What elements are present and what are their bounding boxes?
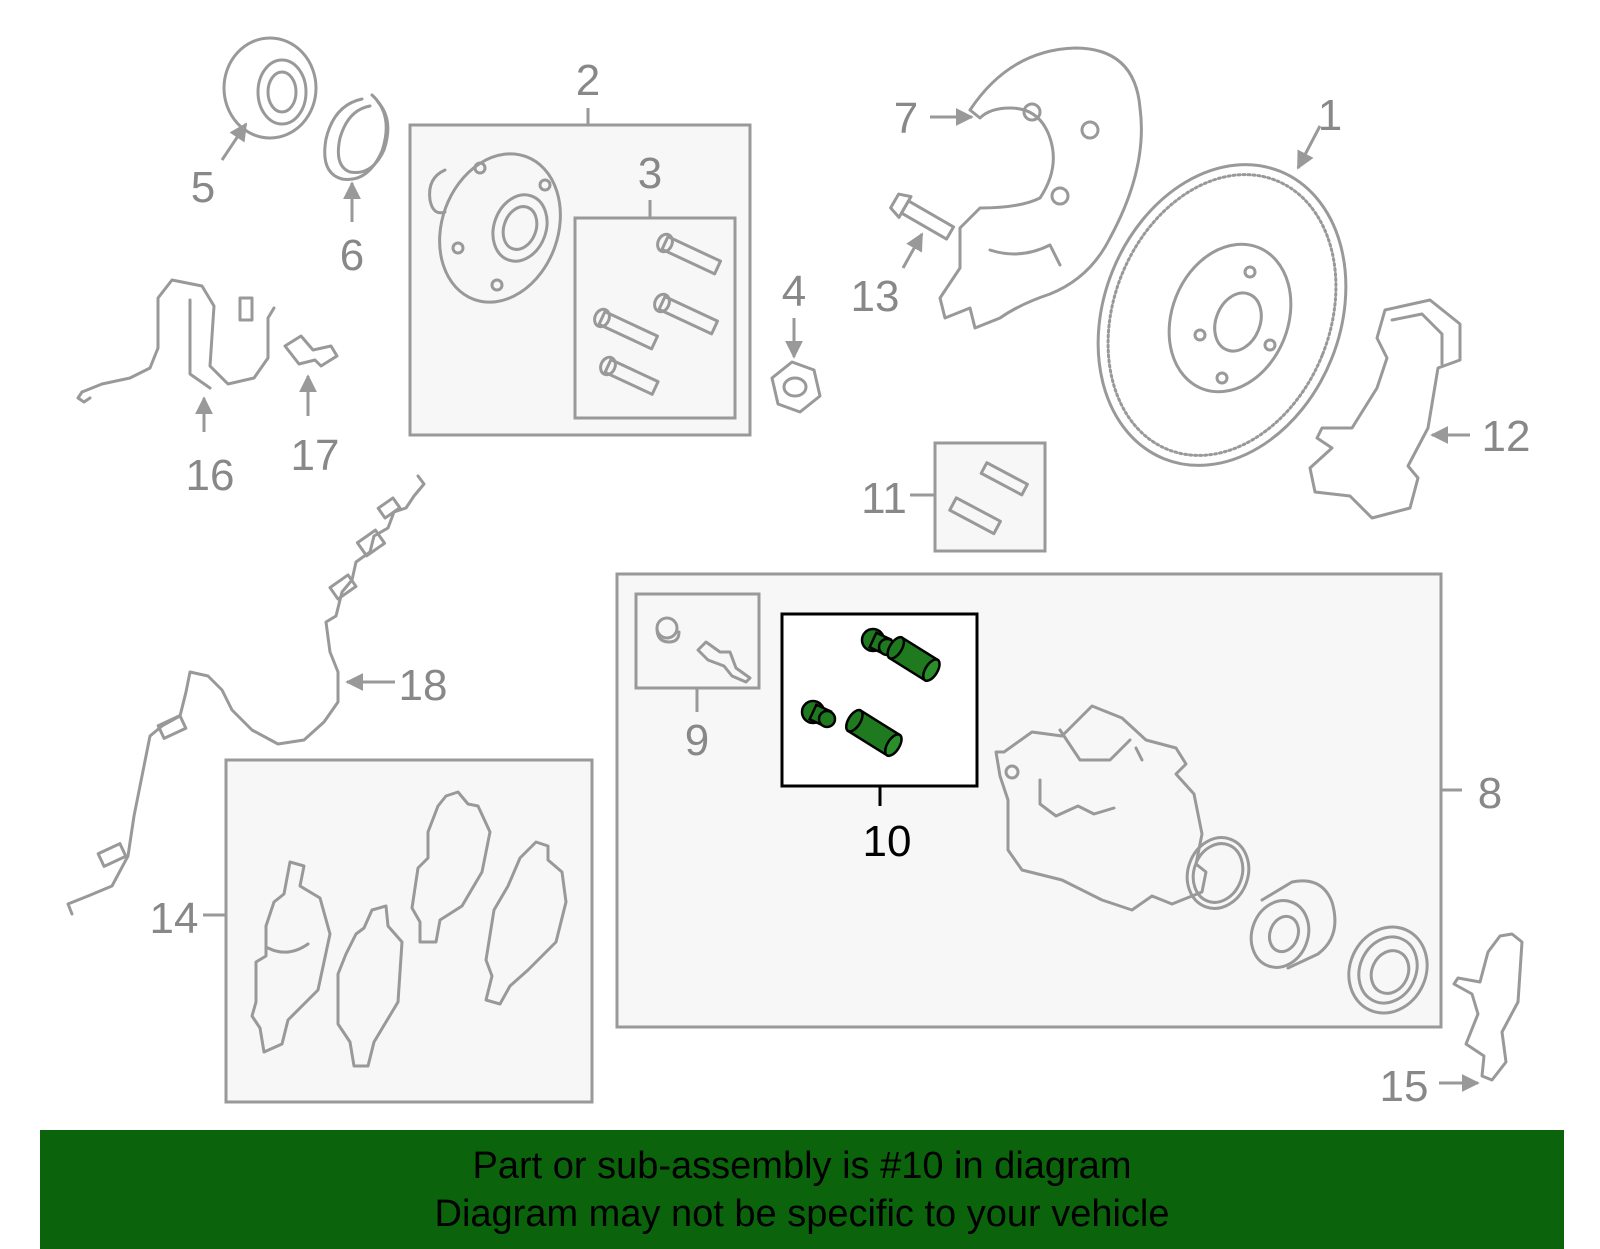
shield-bolt-part <box>889 192 956 241</box>
caliper-bracket-part <box>1308 298 1462 520</box>
splash-shield-part <box>938 46 1143 330</box>
label-3: 3 <box>638 149 662 198</box>
brake-pads-part <box>250 790 568 1068</box>
box-guide-pins <box>933 441 1047 553</box>
bleeder-kit-part <box>655 616 752 684</box>
info-banner: Part or sub-assembly is #10 in diagram D… <box>40 1130 1564 1249</box>
anti-rattle-clip-part <box>1452 932 1524 1082</box>
box-bleeder-kit <box>634 592 761 690</box>
label-12: 12 <box>1482 412 1531 461</box>
abs-sensor-part <box>76 278 276 404</box>
hub-nut-part <box>770 360 822 414</box>
label-2: 2 <box>576 56 600 105</box>
label-4: 4 <box>782 267 806 316</box>
label-1: 1 <box>1318 91 1342 140</box>
caliper-body-part <box>994 704 1208 912</box>
hub-flange-part <box>428 152 562 304</box>
label-13: 13 <box>851 272 900 321</box>
label-14: 14 <box>150 894 199 943</box>
banner-line-2: Diagram may not be specific to your vehi… <box>434 1193 1170 1235</box>
label-15: 15 <box>1380 1062 1429 1111</box>
sensor-clip-part <box>283 334 339 368</box>
brake-hose-part <box>66 474 426 916</box>
label-6: 6 <box>340 231 364 280</box>
label-5: 5 <box>191 163 215 212</box>
hub-bolts-part <box>593 232 723 396</box>
caliper-piston-part <box>1249 879 1337 970</box>
piston-seal-part <box>1185 836 1251 910</box>
piston-boot-part <box>1347 925 1429 1015</box>
label-11: 11 <box>861 474 907 523</box>
label-9: 9 <box>685 716 709 765</box>
box-brake-pads <box>224 758 594 1104</box>
label-18: 18 <box>399 661 448 710</box>
snap-ring-part <box>323 93 390 181</box>
wheel-bearing-part <box>222 36 318 140</box>
guide-pins-part <box>948 461 1029 536</box>
label-10: 10 <box>863 817 912 866</box>
label-17: 17 <box>291 431 340 480</box>
label-8: 8 <box>1478 769 1502 818</box>
label-7: 7 <box>894 94 918 143</box>
caliper-pin-kit-part <box>800 627 941 758</box>
banner-line-1: Part or sub-assembly is #10 in diagram <box>472 1145 1132 1187</box>
brake-rotor-part <box>1096 163 1348 467</box>
label-16: 16 <box>186 451 235 500</box>
